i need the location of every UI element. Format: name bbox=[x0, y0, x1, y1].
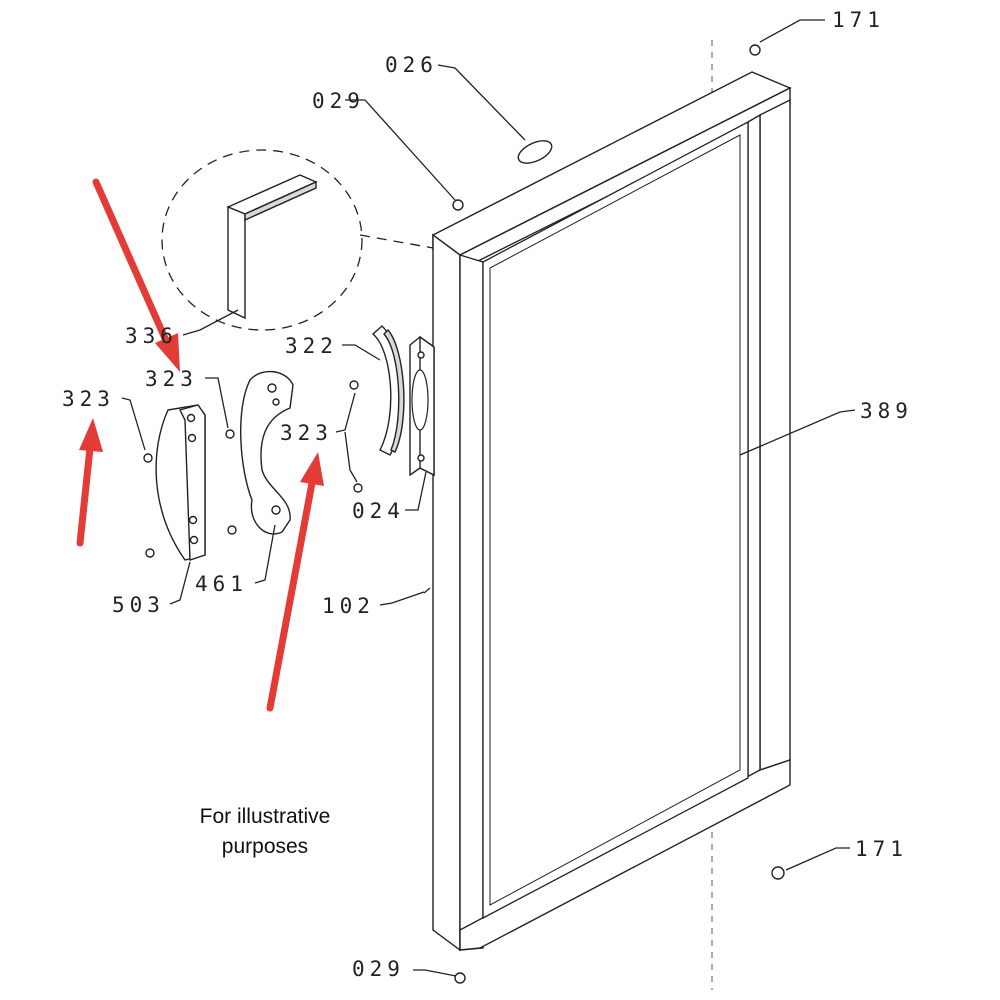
screw-029-bottom bbox=[454, 972, 466, 984]
handle-bracket-024 bbox=[409, 335, 435, 477]
bracket-461 bbox=[240, 370, 294, 535]
callout-322: 322 bbox=[285, 334, 338, 358]
callout-389: 389 bbox=[860, 399, 913, 423]
pin-102 bbox=[423, 587, 431, 594]
door-cap-026 bbox=[517, 140, 553, 164]
door-glass-area bbox=[482, 120, 749, 920]
plate-503 bbox=[155, 404, 206, 561]
screw-171-top bbox=[749, 44, 761, 56]
screw-029-top bbox=[452, 199, 464, 211]
callout-503: 503 bbox=[112, 593, 165, 617]
callout-102: 102 bbox=[322, 594, 375, 618]
detail-circle-336 bbox=[161, 149, 434, 331]
screw-323-mid-1 bbox=[225, 429, 235, 439]
screw-323-left-2 bbox=[145, 548, 155, 558]
callout-024: 024 bbox=[352, 499, 405, 523]
callout-029-top: 029 bbox=[312, 89, 365, 113]
callout-323-upper: 323 bbox=[145, 367, 198, 391]
red-arrow-top bbox=[92, 178, 180, 372]
callout-026: 026 bbox=[385, 53, 438, 77]
handle-322 bbox=[371, 325, 405, 456]
callout-336: 336 bbox=[125, 324, 178, 348]
callout-171-bottom: 171 bbox=[855, 837, 908, 861]
red-arrow-left bbox=[76, 418, 103, 547]
callout-171-top: 171 bbox=[832, 8, 885, 32]
screw-323-mid-2 bbox=[227, 525, 237, 535]
illustrative-note-line1: For illustrative bbox=[200, 805, 331, 828]
screw-323-right-2 bbox=[353, 483, 363, 493]
screw-171-bottom bbox=[771, 866, 785, 880]
red-arrow-middle bbox=[266, 452, 324, 712]
screw-323-left-1 bbox=[143, 453, 153, 463]
callout-029-bottom: 029 bbox=[352, 957, 405, 981]
leader-lines bbox=[121, 19, 856, 977]
callout-323-left: 323 bbox=[62, 387, 115, 411]
callout-461: 461 bbox=[195, 572, 248, 596]
illustrative-note-line2: purposes bbox=[222, 835, 308, 858]
callout-323-right: 323 bbox=[280, 421, 333, 445]
screw-323-right-1 bbox=[349, 380, 359, 390]
door-frame bbox=[431, 71, 792, 952]
